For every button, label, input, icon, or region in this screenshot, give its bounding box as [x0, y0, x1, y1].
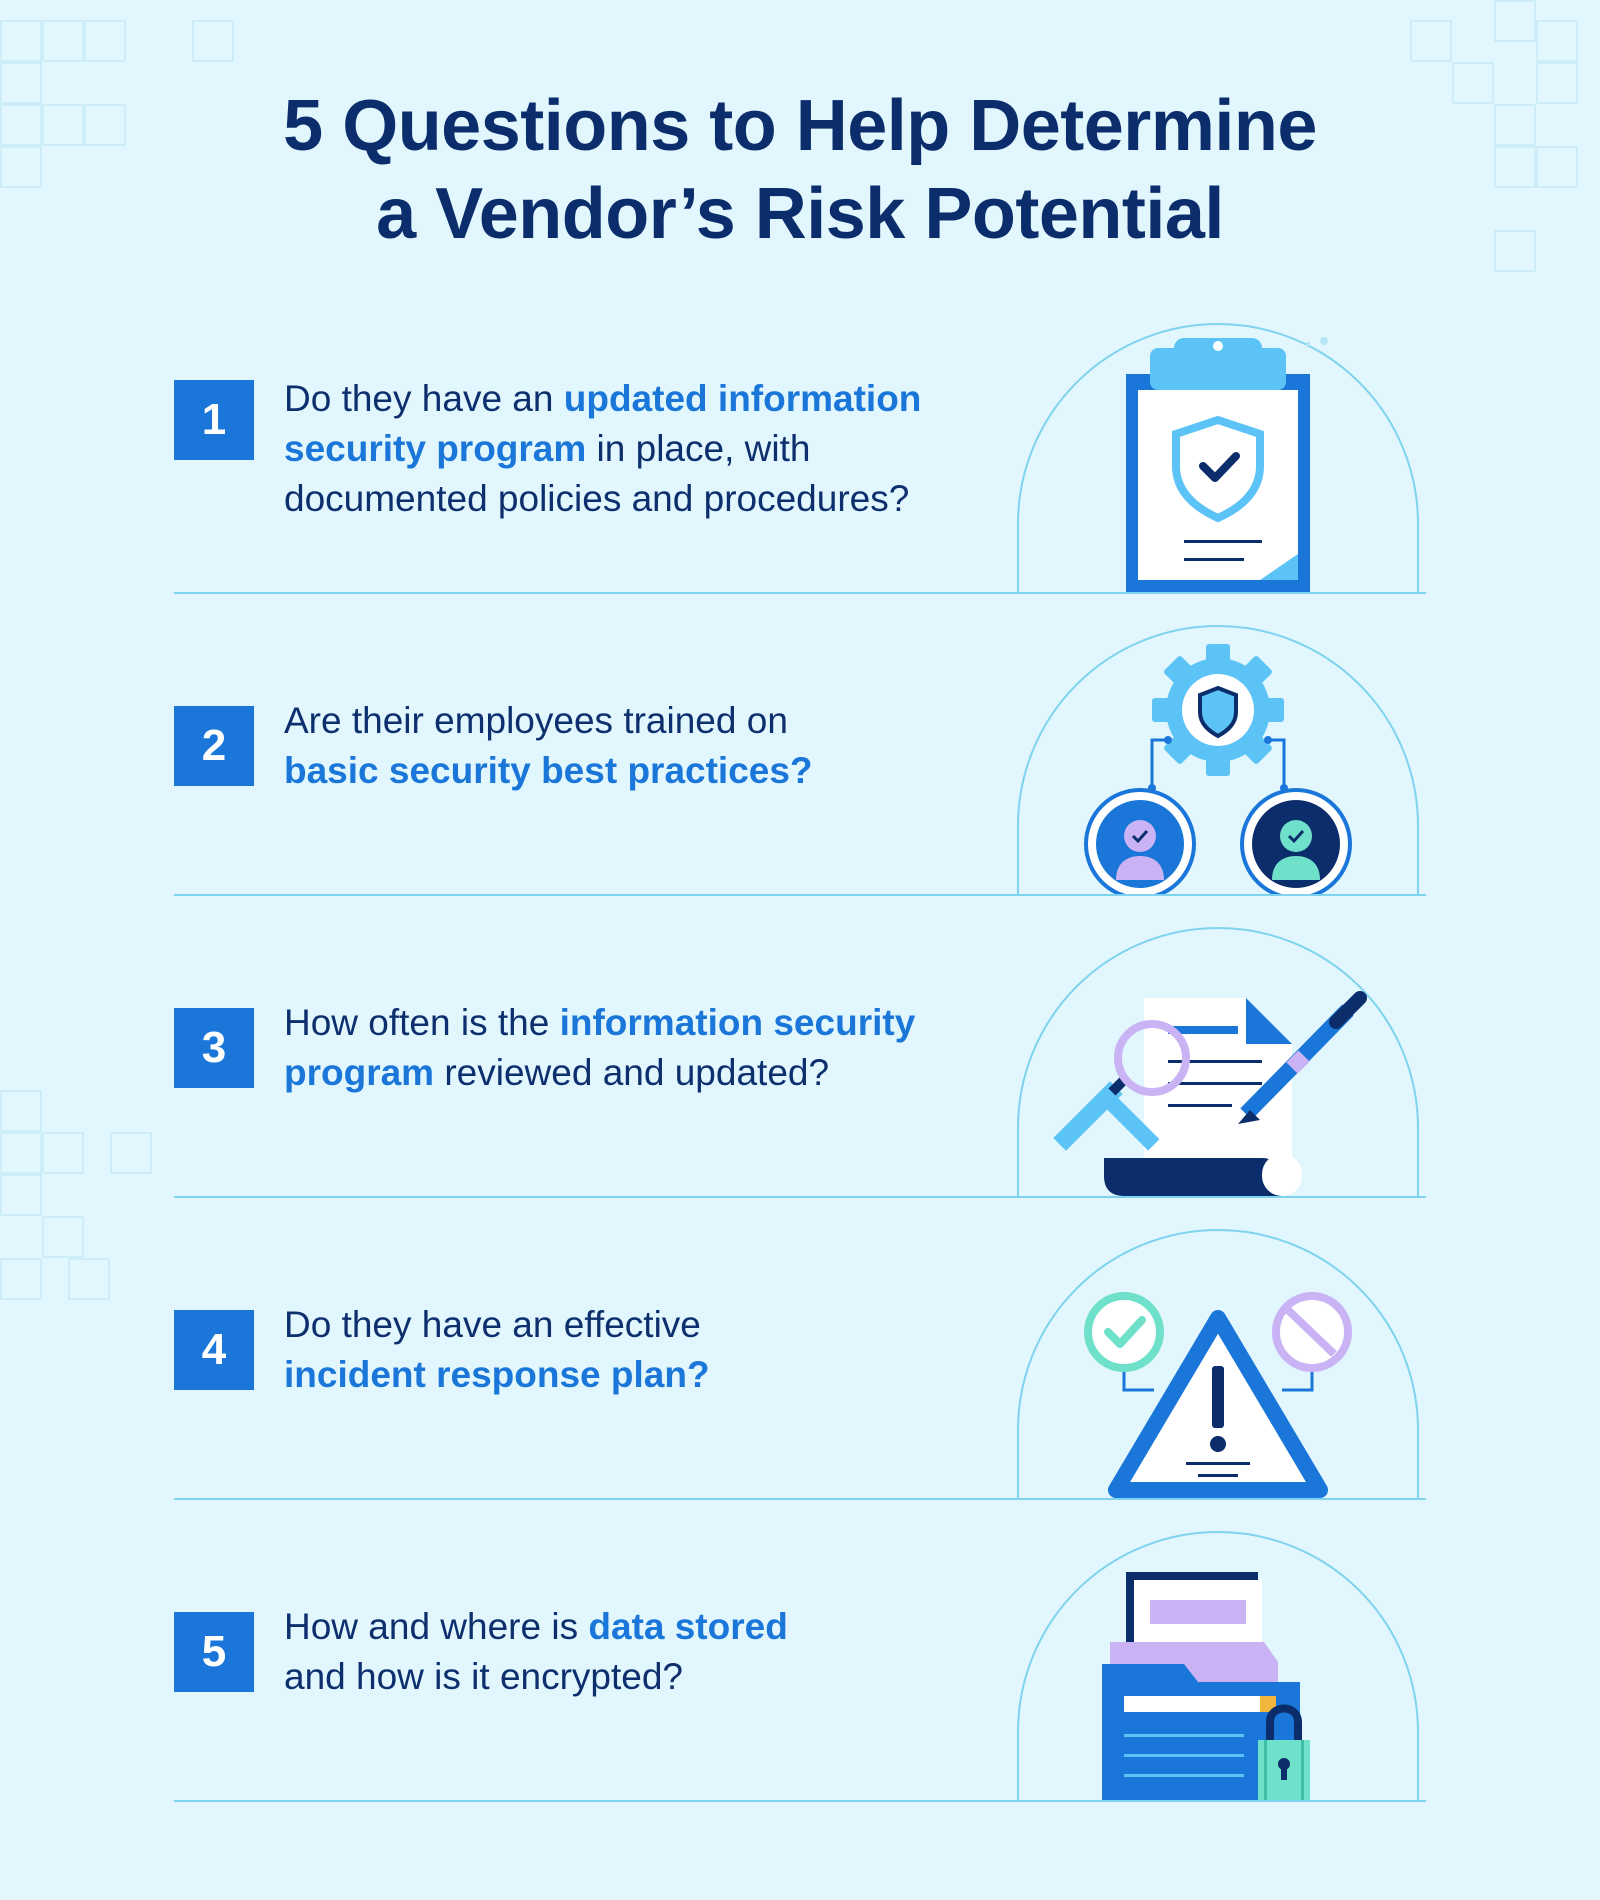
- folder-lock-icon: [1014, 1502, 1424, 1802]
- title-line-1: 5 Questions to Help Determine: [283, 86, 1317, 166]
- grid-decoration-top-left: [0, 0, 234, 200]
- page-title: 5 Questions to Help Determine a Vendor’s…: [0, 82, 1600, 258]
- question-row-2: 2 Are their employees trained on basic s…: [174, 596, 1426, 896]
- question-number-badge: 3: [174, 1008, 254, 1088]
- question-text: How often is the information security pr…: [284, 1002, 916, 1093]
- row-divider: [174, 592, 1426, 594]
- gear-shield-people-icon: [1014, 596, 1424, 896]
- document-magnifier-pen-icon: [1014, 898, 1424, 1198]
- question-text: Do they have an updated information secu…: [284, 378, 922, 519]
- question-number-badge: 2: [174, 706, 254, 786]
- grid-decoration-top-right: [1410, 0, 1600, 280]
- question-text: Are their employees trained on basic sec…: [284, 700, 813, 791]
- question-row-5: 5 How and where is data stored and how i…: [174, 1502, 1426, 1802]
- question-row-3: 3 How often is the information security …: [174, 898, 1426, 1198]
- question-text: How and where is data stored and how is …: [284, 1606, 788, 1697]
- warning-triangle-icon: [1014, 1200, 1424, 1500]
- question-row-4: 4 Do they have an effective incident res…: [174, 1200, 1426, 1500]
- question-number-badge: 5: [174, 1612, 254, 1692]
- question-number-badge: 1: [174, 380, 254, 460]
- grid-decoration-left: [0, 1090, 160, 1310]
- question-text: Do they have an effective incident respo…: [284, 1304, 710, 1395]
- title-line-2: a Vendor’s Risk Potential: [376, 174, 1224, 254]
- row-divider: [174, 1800, 1426, 1802]
- row-divider: [174, 894, 1426, 896]
- clipboard-shield-icon: [1014, 294, 1424, 594]
- question-row-1: 1 Do they have an updated information se…: [174, 294, 1426, 594]
- row-divider: [174, 1498, 1426, 1500]
- question-number-badge: 4: [174, 1310, 254, 1390]
- row-divider: [174, 1196, 1426, 1198]
